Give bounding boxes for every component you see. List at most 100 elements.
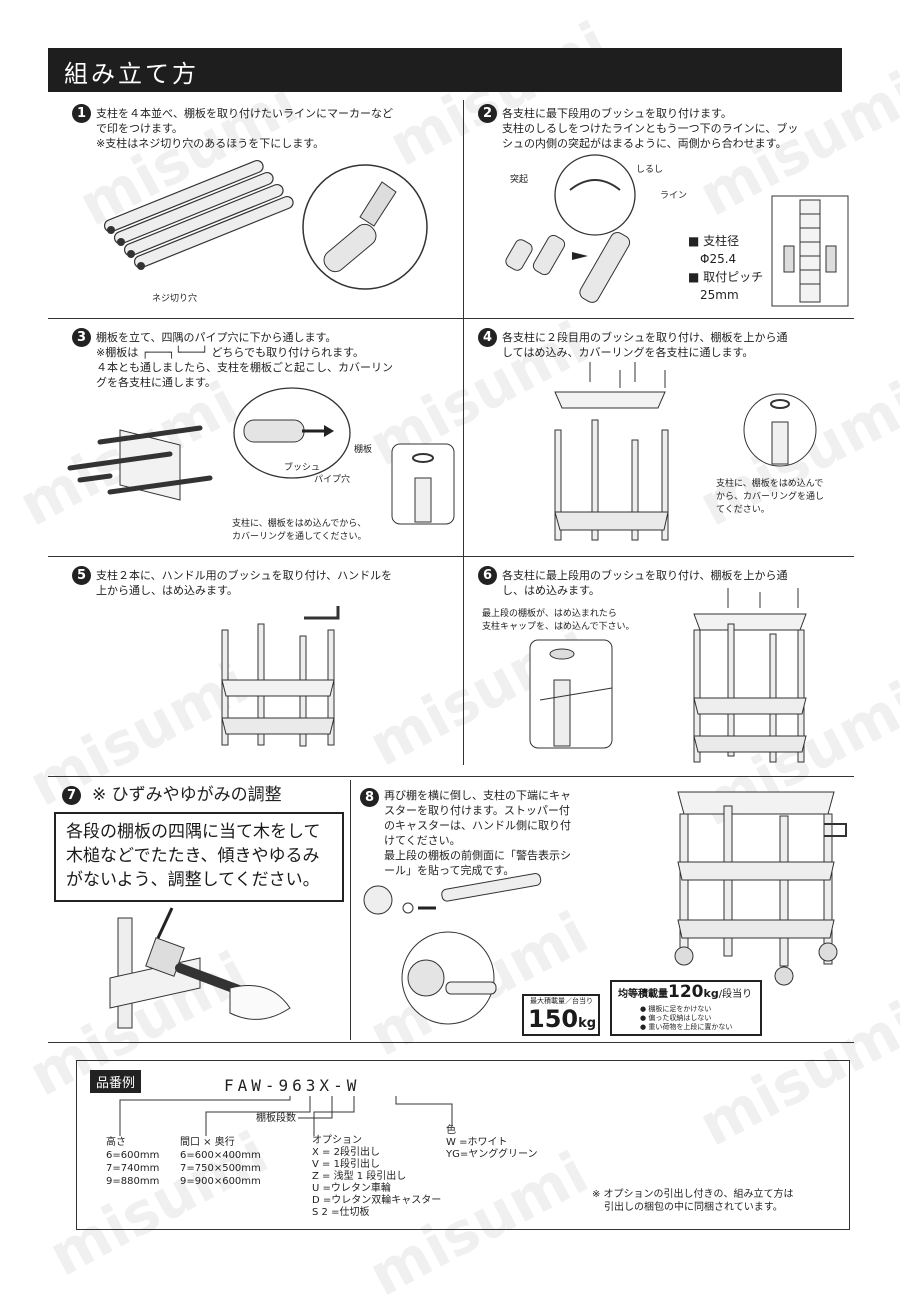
part-number-code: FAW-963X-W — [224, 1076, 361, 1095]
even-load-bullet: ● 棚板に足をかけない — [640, 1005, 712, 1013]
shelf-through-illustration — [67, 425, 213, 501]
bush-install-illustration — [505, 154, 636, 303]
max-load-badge: 最大積載量／台当り 150kg — [522, 994, 600, 1036]
finished-cart-illustration — [674, 791, 847, 986]
step-8-line: ール」を貼って完成です。 — [384, 864, 515, 877]
step-6-line: し、はめ込みます。 — [502, 584, 600, 597]
step-1-line: ※支柱はネジ切り穴のあるほうを下にします。 — [96, 137, 325, 150]
step-number: 5 — [72, 566, 91, 585]
adjustment-note-box: 各段の棚板の四隅に当て木をして 木槌などでたたき、傾きやゆるみ がないよう、調整… — [54, 812, 344, 902]
step-1-line: 支柱を４本並べ、棚板を取り付けたいラインにマーカーなど — [96, 107, 393, 120]
divider — [48, 318, 854, 319]
max-load-unit: kg — [578, 1016, 597, 1031]
step-number: 6 — [478, 566, 497, 585]
watermark: misumi — [377, 8, 619, 180]
max-load-number: 150 — [528, 1005, 579, 1033]
divider — [350, 780, 351, 1040]
handle-install-illustration — [221, 606, 340, 747]
two-tier-illustration — [554, 362, 669, 541]
option-title: オプション — [312, 1135, 362, 1146]
title-bar: 組み立て方 — [48, 48, 842, 92]
step-4-note: てください。 — [716, 505, 770, 515]
step-5-line: 上から通し、はめ込みます。 — [96, 584, 238, 597]
part-number-footnote: 引出しの梱包の中に同梱されています。 — [604, 1202, 783, 1213]
pitch-value: 25mm — [700, 288, 739, 302]
step-8-line: けてください。 — [384, 834, 461, 847]
caster-install-illustration — [363, 873, 542, 1025]
step-4-note: 支柱に、棚板をはめ込んで — [716, 479, 824, 489]
even-load-label: 均等積載量 — [618, 989, 668, 1000]
mallet-illustration — [109, 907, 291, 1029]
divider — [48, 556, 854, 557]
pillar-diameter-value: Φ25.4 — [700, 252, 737, 266]
screw-hole-label: ネジ切り穴 — [152, 294, 198, 304]
step-4-note: から、カバーリングを通し — [716, 492, 825, 502]
max-load-value: 150kg — [528, 1006, 596, 1037]
step-number: 8 — [360, 788, 379, 807]
step-1-line: で印をつけます。 — [96, 122, 183, 135]
option-item: S 2 =仕切板 — [312, 1207, 370, 1218]
cap-illustration — [529, 639, 613, 749]
marker-closeup-illustration — [302, 164, 428, 290]
step-4-line: 各支柱に２段目用のブッシュを取り付け、棚板を上から通 — [502, 331, 788, 344]
even-load-heading: 均等積載量120kg/段当り — [618, 982, 752, 1005]
three-tier-illustration — [693, 588, 807, 763]
height-item: 7=740mm — [106, 1163, 160, 1174]
adjustment-note-line: 木槌などでたたき、傾きやゆるみ — [66, 846, 320, 866]
cover-ring-illustration — [391, 443, 455, 525]
step-6-note: 支柱キャップを、はめ込んで下さい。 — [482, 622, 635, 632]
even-load-bullet: ● 重い荷物を上段に置かない — [640, 1023, 733, 1031]
option-item: Z = 浅型 1 段引出し — [312, 1171, 407, 1182]
pillar-section-illustration — [771, 195, 849, 307]
adjustment-note-line: 各段の棚板の四隅に当て木をして — [66, 822, 321, 842]
step-4-line: してはめ込み、カバーリングを各支柱に通します。 — [502, 346, 754, 359]
step-3-line: グを各支柱に通します。 — [96, 376, 216, 389]
option-item: V = 1段引出し — [312, 1159, 380, 1170]
part-number-leader-lines — [119, 1096, 453, 1136]
color-item: W =ホワイト — [446, 1137, 508, 1148]
frontage-item: 7=750×500mm — [180, 1163, 261, 1174]
step-number: 1 — [72, 104, 91, 123]
line-label: ライン — [660, 191, 688, 201]
shelves-label: 棚板段数 — [256, 1113, 296, 1124]
step-3-line: ※棚板は ┌───┐└───┘ どちらでも取り付けられます。 — [96, 346, 365, 359]
height-item: 9=880mm — [106, 1176, 160, 1187]
mark-label: しるし — [636, 165, 664, 175]
part-number-footnote: ※ オプションの引出し付きの、組み立て方は — [592, 1189, 794, 1200]
step-number: 3 — [72, 328, 91, 347]
adjustment-note-line: がないよう、調整してください。 — [66, 870, 320, 890]
even-load-unit: kg — [703, 987, 719, 1000]
height-item: 6=600mm — [106, 1150, 160, 1161]
color-title: 色 — [446, 1125, 456, 1136]
option-item: X = 2段引出し — [312, 1147, 380, 1158]
step-3-line: ４本とも通しましたら、支柱を棚板ごと起こし、カバーリン — [96, 361, 393, 374]
step-2-line: シュの内側の突起がはまるように、両側から合わせます。 — [502, 137, 787, 150]
step-2-line: 支柱のしるしをつけたラインともう一つ下のラインに、ブッ — [502, 122, 799, 135]
divider — [463, 100, 464, 765]
step-2-line: 各支柱に最下段用のブッシュを取り付けます。 — [502, 107, 732, 120]
pillar-diameter-label: ■ 支柱径 — [688, 234, 740, 248]
step-number: 7 — [62, 786, 81, 805]
step-8-line: スターを取り付けます。ストッパー付 — [384, 804, 570, 817]
shelf-label: 棚板 — [354, 445, 373, 455]
bush-label: ブッシュ — [284, 463, 321, 473]
step-8-line: のキャスターは、ハンドル側に取り付 — [384, 819, 571, 832]
height-title: 高さ — [106, 1137, 126, 1148]
pipe-hole-label: パイプ穴 — [314, 475, 351, 485]
max-load-label: 最大積載量／台当り — [530, 997, 593, 1005]
step-number: 2 — [478, 104, 497, 123]
color-item: YG=ヤンググリーン — [446, 1149, 538, 1160]
part-number-tag: 品番例 — [90, 1070, 142, 1093]
step-3-line: 棚板を立て、四隅のパイプ穴に下から通します。 — [96, 331, 337, 344]
step-8-line: 最上段の棚板の前側面に「警告表示シ — [384, 849, 571, 862]
even-load-bullet: ● 偏った収納はしない — [640, 1014, 712, 1022]
step-5-line: 支柱２本に、ハンドル用のブッシュを取り付け、ハンドルを — [96, 569, 393, 582]
cover-ring-detail-illustration — [743, 393, 817, 467]
step-7-heading: ※ ひずみやゆがみの調整 — [92, 785, 282, 805]
even-load-suffix: /段当り — [718, 989, 753, 1000]
option-item: U =ウレタン車輪 — [312, 1183, 391, 1194]
protrusion-label: 突起 — [510, 175, 529, 185]
pillars-illustration — [103, 159, 294, 270]
step-6-note: 最上段の棚板が、はめ込まれたら — [482, 609, 617, 619]
step-number: 4 — [478, 328, 497, 347]
